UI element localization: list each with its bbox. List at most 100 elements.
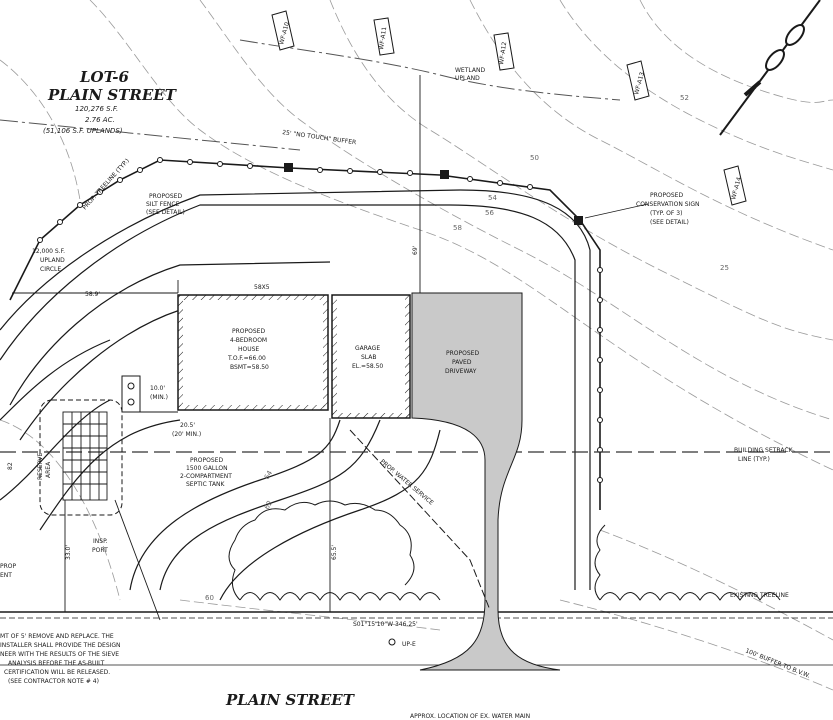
paved-driveway xyxy=(411,292,561,671)
conservation-sign-label: CONSERVATION SIGN xyxy=(636,201,699,208)
contour-label: 64 xyxy=(263,469,275,481)
property-line xyxy=(0,611,833,666)
septic-label: SEPTIC TANK xyxy=(186,481,226,488)
min-20-label: (20' MIN.) xyxy=(172,431,201,438)
lot-area-ac: 2.76 AC. xyxy=(85,116,115,124)
silt-fence-label: SILT FENCE xyxy=(146,201,180,208)
contour-label: 54 xyxy=(488,194,497,202)
contractor-note: MT OF 5' REMOVE AND REPLACE. THE INSTALL… xyxy=(0,633,121,685)
dim-65-5: 65.5' xyxy=(331,545,338,560)
upland-circle-label: UPLAND xyxy=(40,257,65,264)
dim-69: 69' xyxy=(412,245,419,255)
contour-labels: 54 56 58 52 50 25 64 62 60 xyxy=(205,94,729,602)
driveway-label: PROPOSED xyxy=(446,350,479,357)
upland-circle-label: 12,000 S.F. xyxy=(32,248,65,255)
contour-label: 25 xyxy=(720,264,729,272)
upland-label: UPLAND xyxy=(455,75,480,82)
lot-uplands: (51,106 S.F. UPLANDS) xyxy=(43,127,123,135)
min-10-label: (MIN.) xyxy=(150,394,168,401)
house-wall-hatch xyxy=(323,295,328,410)
leaching-field-grid xyxy=(62,411,108,501)
dimension-lines xyxy=(12,75,421,621)
dim-58-9: 58.9' xyxy=(85,291,100,298)
proposed-contours xyxy=(0,189,591,601)
building-setback-label: LINE (TYP.) xyxy=(738,456,770,463)
utility-pole-icon xyxy=(388,638,396,646)
house-label: T.O.F.=66.00 xyxy=(227,355,266,362)
leader-line xyxy=(584,203,649,219)
north-arrow-icon xyxy=(719,0,821,136)
no-touch-buffer-label: 25' "NO TOUCH" BUFFER xyxy=(282,129,357,146)
garage-wall-hatch xyxy=(332,413,410,418)
note-line: (SEE CONTRACTOR NOTE # 4) xyxy=(8,678,99,685)
left-ent-label: ENT xyxy=(0,572,12,579)
garage-label: EL.=58.50 xyxy=(352,363,383,370)
contour-label: 56 xyxy=(485,209,494,217)
dim-33: 33.0' xyxy=(65,545,72,560)
plain-street-label: PLAIN STREET xyxy=(225,691,356,709)
proposed-treeline xyxy=(228,500,781,601)
contour-label: 62 xyxy=(263,499,274,511)
existing-treeline-label: EXISTING TREELINE xyxy=(730,592,789,599)
note-line: NEER WITH THE RESULTS OF THE SIEVE xyxy=(0,651,119,658)
conservation-sign-label: PROPOSED xyxy=(650,192,683,199)
upland-circle-label: CIRCLE xyxy=(40,266,61,273)
note-line: MT OF 5' REMOVE AND REPLACE. THE xyxy=(0,633,114,640)
utility-pole-label: UP-E xyxy=(402,641,416,648)
silt-fence-label: PROPOSED xyxy=(149,193,182,200)
driveway-label: PAVED xyxy=(452,359,472,366)
wetland-line xyxy=(0,39,621,151)
contour-label: 58 xyxy=(453,224,462,232)
driveway-label: DRIVEWAY xyxy=(445,368,477,375)
left-prop-label: PROP xyxy=(0,563,17,570)
silt-fence-markers xyxy=(37,157,603,483)
wetland-flag-label: WF-A12 xyxy=(498,41,508,65)
min-20-label: 20.5' xyxy=(180,422,195,429)
house-label: BSMT=58.50 xyxy=(230,364,269,371)
lot-area-sf: 120,276 S.F. xyxy=(75,105,118,113)
building-setback-label: BUILDING SETBACK xyxy=(734,447,794,454)
note-line: ANALYSIS BEFORE THE AS-BUILT xyxy=(8,660,105,667)
wetland-flag-label: WF-A11 xyxy=(378,26,388,50)
note-line: CERTIFICATION WILL BE RELEASED. xyxy=(4,669,110,676)
lot-street: PLAIN STREET xyxy=(47,86,178,104)
garage-slab xyxy=(331,294,411,419)
wetland-flag-markers xyxy=(271,10,747,206)
contour-label: 50 xyxy=(530,154,539,162)
conservation-sign-label: (SEE DETAIL) xyxy=(650,219,689,226)
garage-wall-hatch xyxy=(405,295,410,418)
insp-port-label: INSP. xyxy=(93,538,108,545)
insp-port-label: PORT xyxy=(92,547,108,554)
septic-label: PROPOSED xyxy=(190,457,223,464)
house-label: PROPOSED xyxy=(232,328,265,335)
house-wall-hatch xyxy=(178,295,328,300)
bvw-buffer-label: 100' BUFFER TO B.V.W. xyxy=(744,647,811,679)
house-wall-hatch xyxy=(178,405,328,410)
conservation-sign-label: (TYP. OF 3) xyxy=(650,210,682,217)
min-10-label: 10.0' xyxy=(150,385,165,392)
garage-label: SLAB xyxy=(361,354,377,361)
garage-wall-hatch xyxy=(332,295,337,418)
reserve-area-label: AREA xyxy=(45,461,52,478)
septic-label: 1500 GALLON xyxy=(186,465,228,472)
house-width-label: 58X5 xyxy=(254,284,270,291)
conservation-signs xyxy=(284,163,583,225)
contour-label: 60 xyxy=(205,594,214,602)
dim-82: 82 xyxy=(7,462,14,470)
silt-fence-label: (SEE DETAIL) xyxy=(146,209,185,216)
septic-tank xyxy=(121,375,141,413)
water-service xyxy=(349,429,491,611)
wetland-label: WETLAND xyxy=(455,67,485,74)
note-line: INSTALLER SHALL PROVIDE THE DESIGN xyxy=(0,642,121,649)
lot-name: LOT-6 xyxy=(79,68,130,86)
prop-treeline-label: PROP. TREELINE (TYP.) xyxy=(81,157,131,211)
garage-label: GARAGE xyxy=(355,345,380,352)
reserve-area xyxy=(39,399,123,516)
reserve-area-label: RESERVE xyxy=(37,452,44,480)
house-label: HOUSE xyxy=(238,346,259,353)
bearing-label: S01°15'10"W 346.25' xyxy=(353,621,418,628)
water-main-label: APPROX. LOCATION OF EX. WATER MAIN xyxy=(410,713,530,720)
house-wall-hatch xyxy=(178,295,183,410)
house-label: 4-BEDROOM xyxy=(230,337,267,344)
